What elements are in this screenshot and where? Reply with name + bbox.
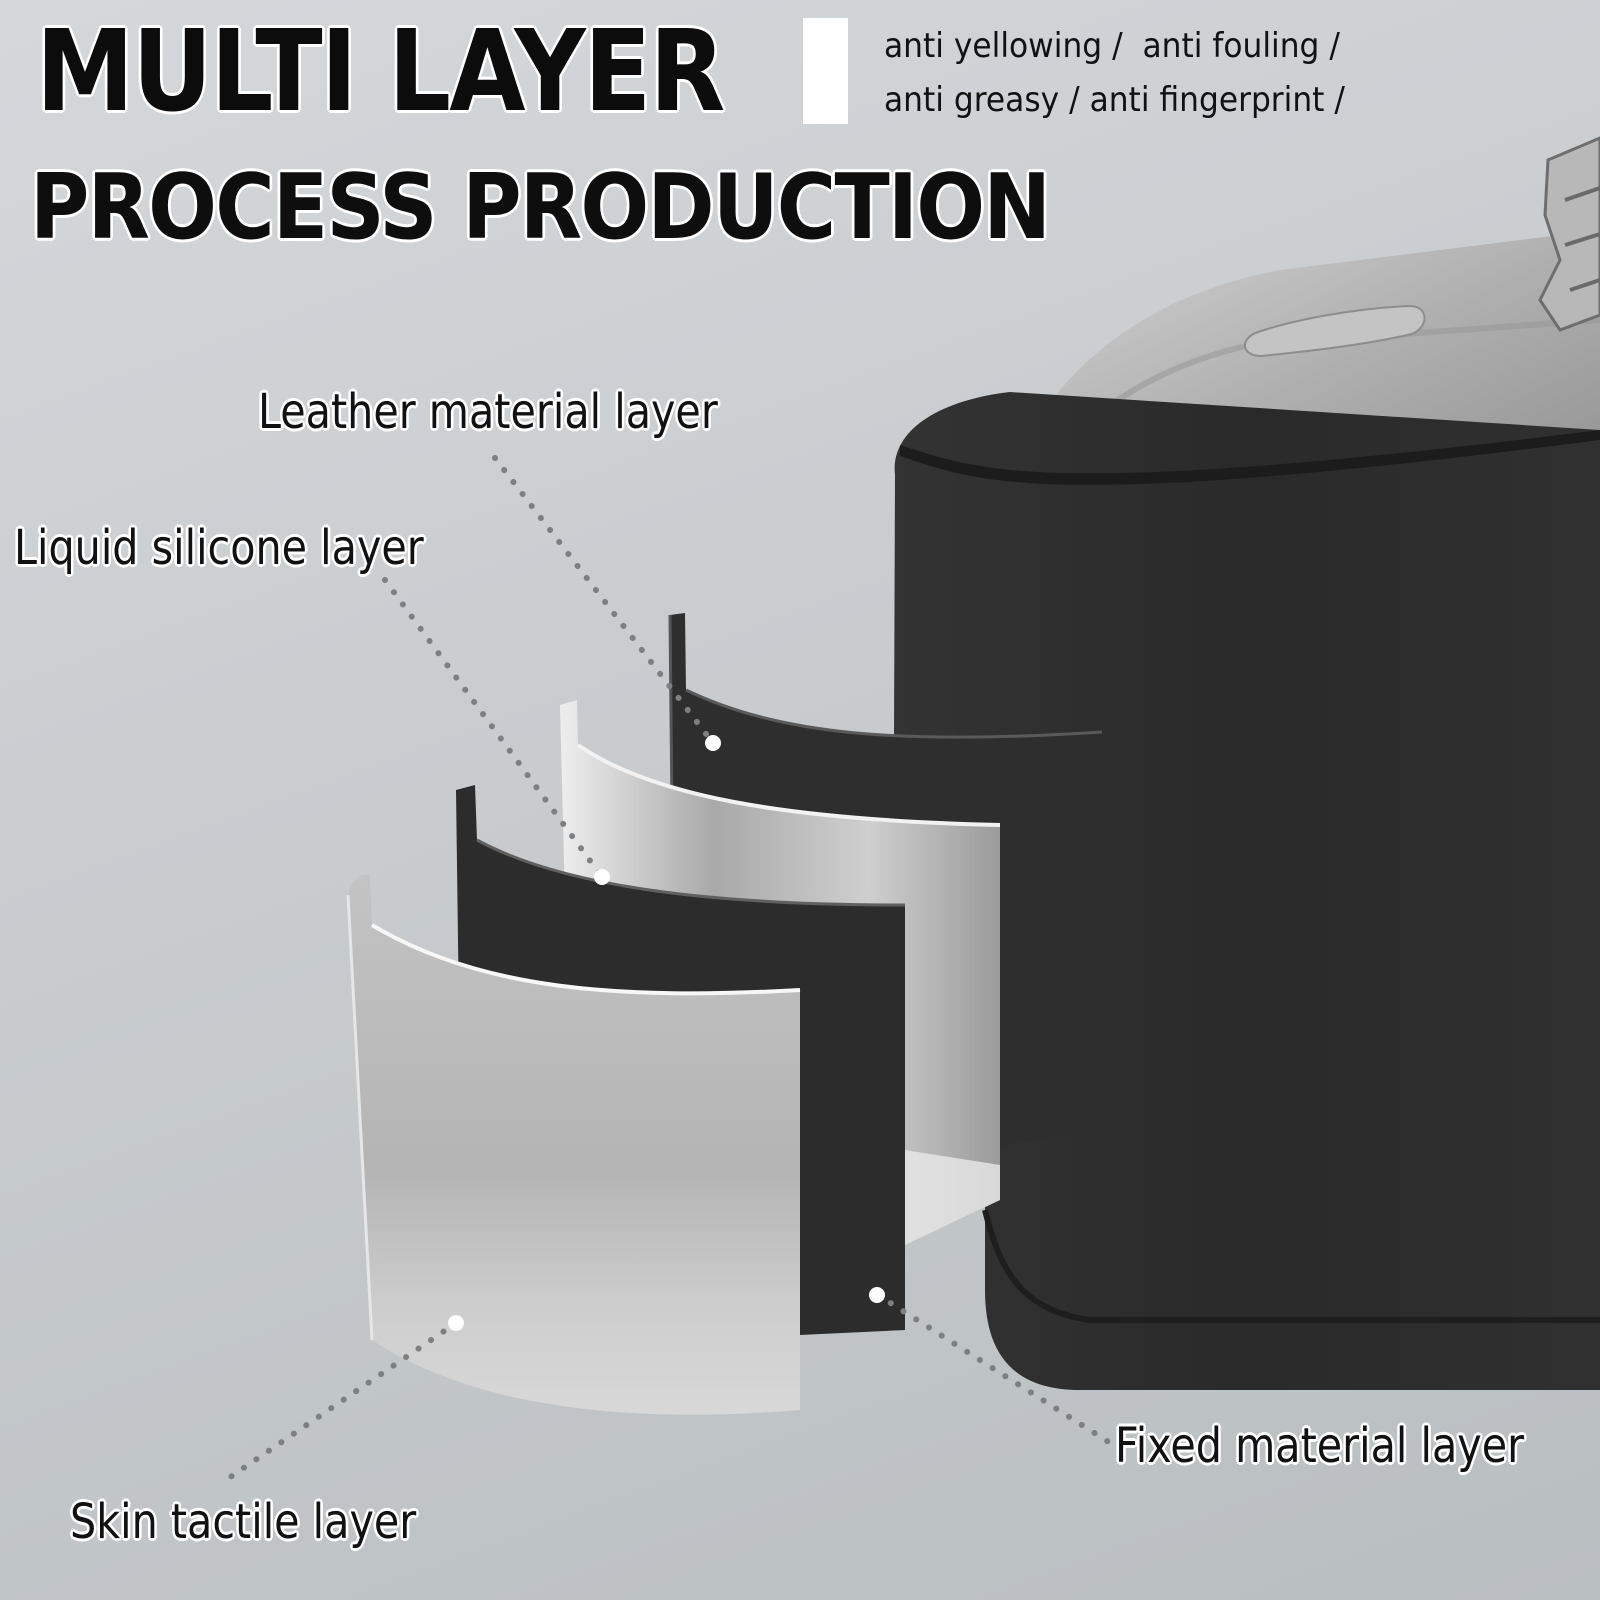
fixed-callout-line: [875, 1292, 1121, 1451]
silicone-callout-line: [382, 577, 605, 880]
title-divider-bar: [803, 18, 848, 124]
headphone-case-body: [893, 392, 1600, 1390]
skin-marker-dot: [448, 1315, 464, 1331]
leather-callout-line: [492, 455, 716, 746]
silicone-layer-label: Liquid silicone layer: [14, 520, 424, 576]
feature-text-line-1: anti yellowing / anti fouling /: [884, 26, 1340, 66]
headline-title: MULTI LAYER: [36, 7, 725, 137]
fixed-marker-dot: [869, 1287, 885, 1303]
leather-layer-label: Leather material layer: [258, 384, 718, 440]
callout-dots: [448, 735, 885, 1331]
callout-lines: [223, 455, 1121, 1483]
fixed-layer-label: Fixed material layer: [1115, 1418, 1525, 1474]
skin-layer-label: Skin tactile layer: [70, 1494, 417, 1550]
skin-callout-line: [223, 1320, 459, 1483]
silicone-marker-dot: [594, 869, 610, 885]
skin-layer-sheet: [346, 874, 801, 1415]
leather-marker-dot: [705, 735, 721, 751]
feature-text-line-2: anti greasy / anti fingerprint /: [884, 80, 1345, 120]
headline-subtitle: PROCESS PRODUCTION: [30, 155, 1051, 260]
